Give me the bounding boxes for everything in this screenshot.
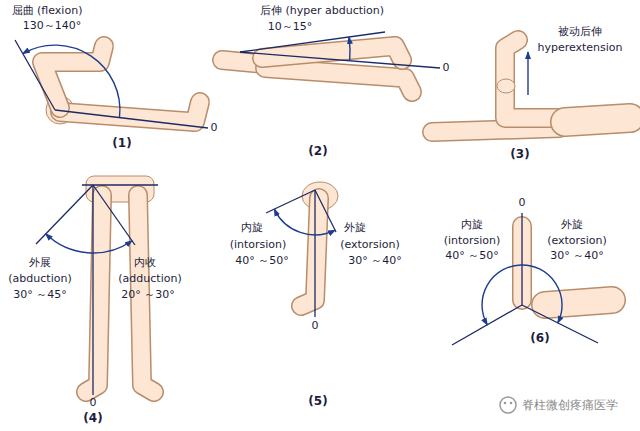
zero-mark: 0 xyxy=(211,121,218,134)
angle-range: 130～140° xyxy=(23,19,82,32)
motion-name: 被动后伸 xyxy=(558,25,602,38)
panel-number: (4) xyxy=(83,411,102,425)
motion-name: (extorsion) xyxy=(340,238,400,251)
panel-number: (2) xyxy=(308,144,327,158)
zero-mark: 0 xyxy=(90,396,97,409)
panel-number: (5) xyxy=(308,394,327,408)
angle-range: 20° ～30° xyxy=(121,288,175,301)
zero-mark: 0 xyxy=(312,319,319,332)
motion-name: (extorsion) xyxy=(547,234,607,247)
motion-name: 内旋 xyxy=(461,218,483,231)
hyperextension-figure xyxy=(432,40,630,132)
watermark: 脊柱微创疼痛医学 xyxy=(522,398,618,412)
panel-number: (3) xyxy=(510,147,529,161)
motion-name: 后伸 (hyper abduction) xyxy=(260,4,384,17)
motion-name: 外展 xyxy=(29,256,51,269)
angle-range: 30° ～45° xyxy=(13,288,67,301)
motion-name: 内收 xyxy=(134,256,156,269)
extension-figure xyxy=(222,32,440,92)
motion-name: 屈曲 (flexion) xyxy=(12,4,83,17)
motion-name: (adduction) xyxy=(118,272,181,285)
motion-name: 外旋 xyxy=(344,221,366,234)
motion-name: (abduction) xyxy=(8,272,71,285)
zero-mark: 0 xyxy=(443,61,450,74)
angle-range: 30° ～40° xyxy=(348,254,402,267)
angle-range: 10～15° xyxy=(268,20,313,33)
watermark-icon xyxy=(500,397,516,413)
flexion-figure xyxy=(15,40,208,128)
panel-number: (6) xyxy=(530,331,549,345)
angle-range: 30° ～40° xyxy=(550,249,604,262)
motion-name: (intorsion) xyxy=(444,234,501,247)
rotation-supine-figure xyxy=(452,213,612,345)
angle-range: 40° ～50° xyxy=(235,254,289,267)
motion-name: hyperextension xyxy=(537,41,622,54)
motion-name: 内旋 xyxy=(241,221,263,234)
motion-name: (intorsion) xyxy=(230,238,287,251)
angle-range: 40° ～50° xyxy=(445,249,499,262)
motion-name: 外旋 xyxy=(561,218,583,231)
panel-number: (1) xyxy=(112,136,131,150)
abduction-figure xyxy=(36,176,158,395)
zero-mark: 0 xyxy=(519,196,526,209)
